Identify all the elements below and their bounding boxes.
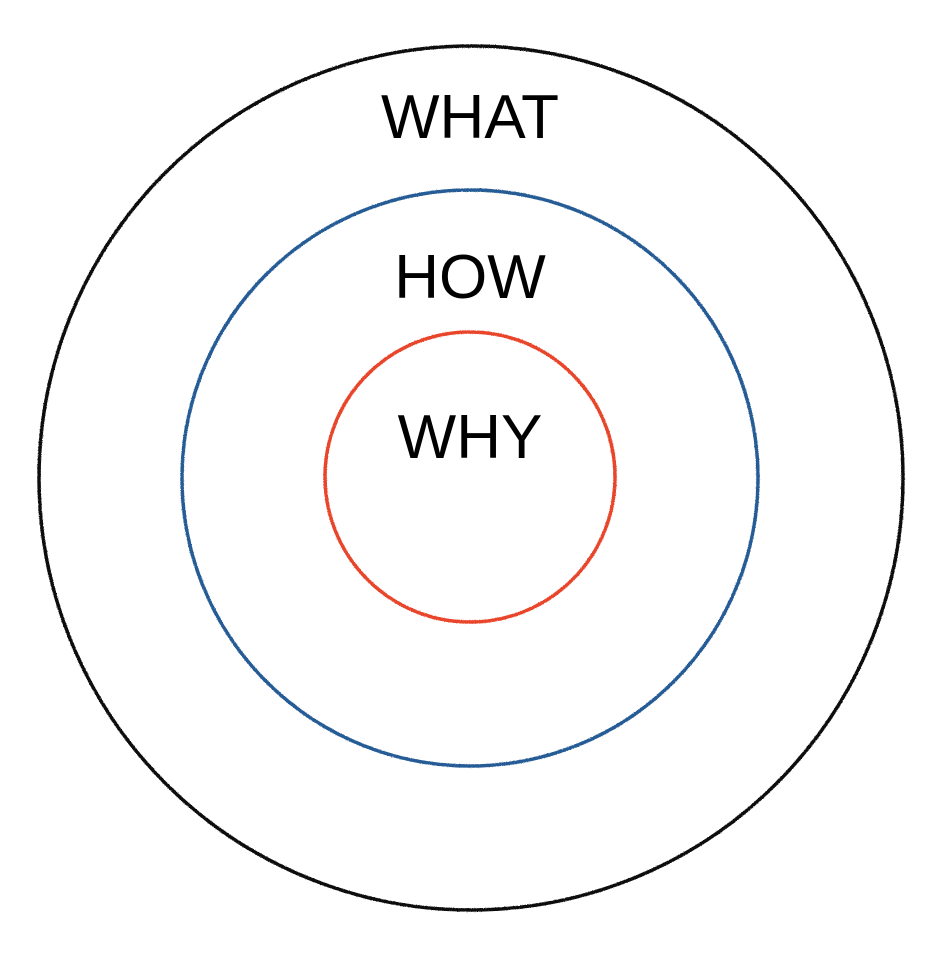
label-why: WHY (398, 403, 543, 472)
outer-ring-what (37, 44, 905, 912)
label-how: HOW (394, 243, 546, 312)
inner-ring-why (323, 330, 617, 624)
middle-ring-how (180, 188, 760, 768)
label-what: WHAT (381, 83, 559, 152)
